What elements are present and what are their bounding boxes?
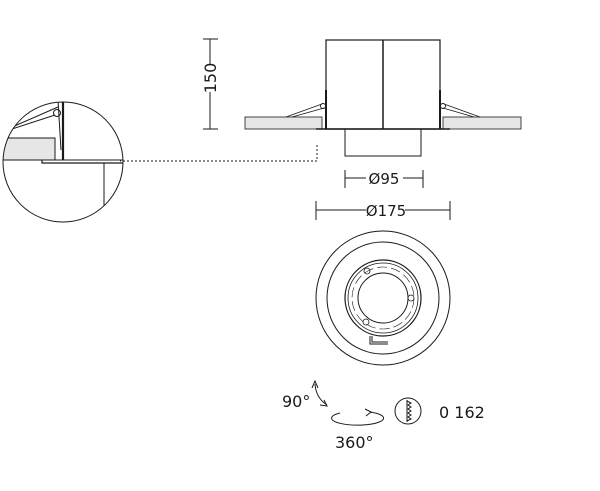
lens-diameter-label: Ø95 (369, 170, 400, 188)
fixture-side-view (285, 39, 481, 157)
cutout-icon (394, 397, 422, 425)
lens-diameter-dimension (344, 170, 424, 188)
spring-clip-right (440, 103, 481, 118)
rotate-arrow-icon (331, 408, 385, 426)
fixture-top-view (315, 230, 451, 366)
cutout-label: 0 162 (439, 403, 485, 422)
detail-view (2, 101, 124, 223)
trim-diameter-label: Ø175 (366, 202, 406, 220)
height-label: 150 (201, 63, 220, 94)
ceiling-section (244, 116, 522, 130)
tilt-label: 90° (282, 392, 310, 411)
detail-leader-line (120, 145, 318, 162)
tilt-arrow-icon (311, 379, 328, 407)
rotate-label: 360° (335, 433, 374, 452)
height-dimension (203, 38, 218, 130)
trim-diameter-dimension (315, 201, 451, 220)
spring-clip-left (285, 103, 326, 118)
